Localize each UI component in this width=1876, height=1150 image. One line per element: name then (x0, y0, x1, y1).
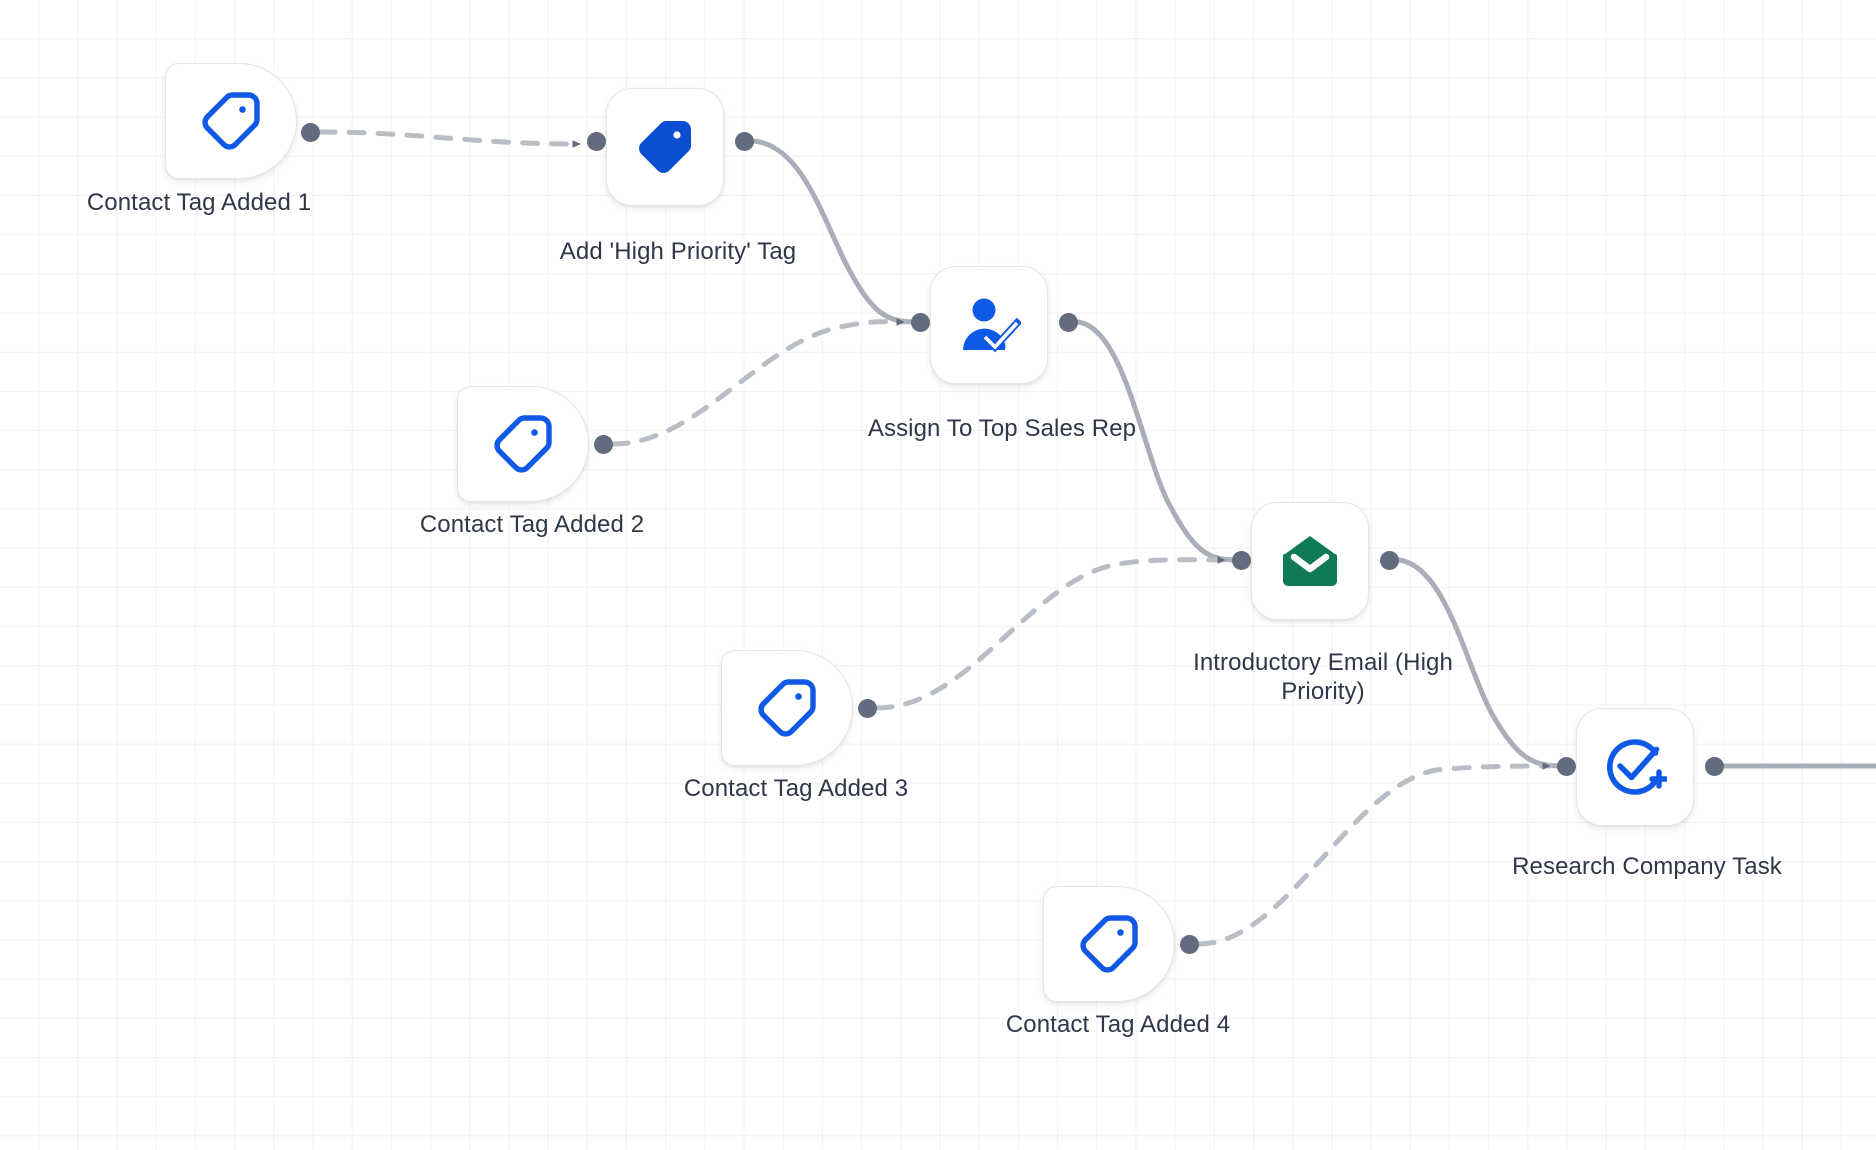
envelope-icon (1278, 529, 1342, 593)
node-label-action-intro-email: Introductory Email (High Priority) (1193, 649, 1453, 705)
node-action-assign-rep[interactable] (930, 266, 1048, 384)
node-trigger-4[interactable] (1043, 886, 1175, 1002)
tag-outline-icon (491, 412, 555, 476)
node-label-trigger-4: Contact Tag Added 4 (1005, 1011, 1231, 1038)
node-action-research-task[interactable] (1576, 708, 1694, 826)
node-action-intro-email[interactable] (1251, 502, 1369, 620)
tag-outline-icon (199, 89, 263, 153)
port-add-tag-in[interactable] (586, 131, 606, 151)
port-add-tag-out[interactable] (734, 131, 754, 151)
node-trigger-2[interactable] (457, 386, 589, 502)
tag-filled-icon (633, 115, 697, 179)
node-action-add-tag[interactable] (606, 88, 724, 206)
tag-outline-icon (1077, 912, 1141, 976)
port-intro-email-in[interactable] (1231, 550, 1251, 570)
port-assign-rep-in[interactable] (910, 312, 930, 332)
node-label-trigger-3: Contact Tag Added 3 (683, 775, 909, 802)
port-trigger-3-out[interactable] (857, 698, 877, 718)
node-trigger-3[interactable] (721, 650, 853, 766)
port-assign-rep-out[interactable] (1058, 312, 1078, 332)
port-intro-email-out[interactable] (1379, 550, 1399, 570)
port-research-task-out[interactable] (1704, 756, 1724, 776)
port-research-task-in[interactable] (1556, 756, 1576, 776)
port-trigger-4-out[interactable] (1179, 934, 1199, 954)
port-trigger-1-out[interactable] (300, 122, 320, 142)
edge-solid[interactable] (751, 138, 919, 325)
user-check-icon (957, 293, 1023, 357)
node-label-action-research-task: Research Company Task (1512, 853, 1782, 880)
node-label-action-assign-rep: Assign To Top Sales Rep (867, 415, 1137, 442)
node-trigger-1[interactable] (165, 63, 297, 179)
port-trigger-2-out[interactable] (593, 434, 613, 454)
node-label-trigger-1: Contact Tag Added 1 (86, 189, 312, 216)
tag-outline-icon (755, 676, 819, 740)
edge-dashed[interactable] (317, 129, 583, 148)
node-label-action-add-tag: Add 'High Priority' Tag (559, 238, 797, 265)
node-label-trigger-2: Contact Tag Added 2 (419, 511, 645, 538)
task-add-icon (1603, 735, 1669, 799)
